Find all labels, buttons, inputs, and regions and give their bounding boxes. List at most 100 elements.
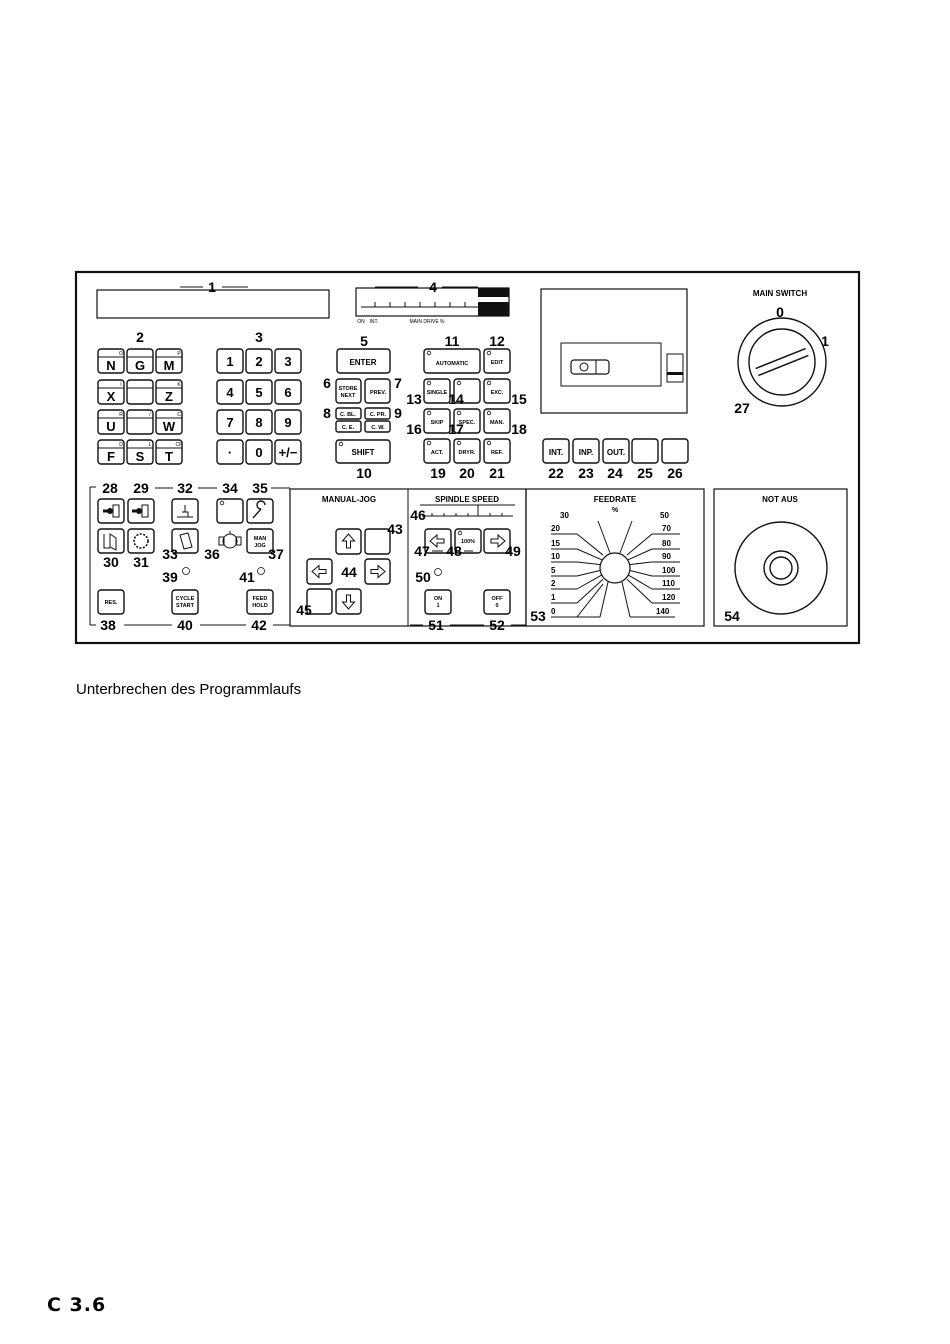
mode-key-14[interactable] [453,378,481,404]
address-key[interactable] [97,409,125,435]
ce-button[interactable] [335,420,362,433]
address-key[interactable] [97,379,125,405]
svg-text:44: 44 [341,564,357,580]
cw-button[interactable] [364,420,391,433]
automatic-button[interactable] [423,348,481,374]
feedrate-left-value: 5 [551,566,556,575]
numeric-key[interactable] [274,409,302,435]
out-button[interactable] [602,438,630,464]
numeric-key[interactable] [245,348,273,374]
skip-button[interactable] [423,408,451,434]
svg-text:42: 42 [251,617,267,633]
edit-button[interactable] [483,348,511,374]
manual-jog-label: MANUAL-JOG [322,495,376,504]
act-button[interactable] [423,438,451,464]
svg-text:50: 50 [415,569,431,585]
address-key[interactable] [155,379,183,405]
dryr-button[interactable] [453,438,481,464]
spindle-on-button[interactable] [424,589,452,615]
numeric-key[interactable] [216,409,244,435]
feedrate-right-value: 50 [660,511,669,520]
address-key-sublabel: I [120,382,121,388]
jog-43-button[interactable] [364,528,391,555]
address-key[interactable] [155,409,183,435]
callout-24: 24 [607,465,623,481]
io-key-25[interactable] [631,438,659,464]
jog-down-button[interactable] [335,588,362,615]
act-button-label: ACT. [431,450,444,456]
address-key[interactable] [126,348,154,374]
reset-button[interactable] [97,589,125,615]
spec-button[interactable] [453,408,481,434]
svg-text:34: 34 [222,480,238,496]
inp-button[interactable] [572,438,600,464]
turret-button[interactable] [127,528,155,554]
door-button[interactable] [97,528,125,554]
store-next-button[interactable] [335,378,362,404]
numeric-key[interactable] [245,379,273,405]
io-key-26[interactable] [661,438,689,464]
prev-button[interactable] [364,378,391,404]
numeric-key[interactable] [274,348,302,374]
address-key[interactable] [97,348,125,374]
feedrate-left-value: 15 [551,539,560,548]
man-jog-button[interactable] [246,528,274,554]
aux-button-34[interactable] [216,498,244,524]
cpr-button[interactable] [364,407,391,420]
address-key[interactable] [155,348,183,374]
numeric-key[interactable] [274,379,302,405]
numeric-key[interactable] [245,439,273,465]
spindle-minus-button[interactable] [424,528,452,554]
jog-left-button[interactable] [306,558,333,585]
svg-text:MAN: MAN [254,536,267,542]
feedrate-left-value: 20 [551,524,560,533]
numeric-key[interactable] [216,439,244,465]
svg-text:43: 43 [387,521,403,537]
address-key[interactable] [126,409,154,435]
address-key-label: T [165,449,173,464]
address-key[interactable] [155,439,183,465]
svg-text:SHIFT: SHIFT [351,448,374,457]
spindle-100-button[interactable] [454,528,482,554]
numeric-key[interactable] [216,348,244,374]
ref-button[interactable] [483,438,511,464]
svg-text:OFF: OFF [492,596,504,602]
address-key-label: S [136,449,145,464]
emergency-stop-button[interactable] [734,521,828,615]
svg-text:ENTER: ENTER [349,358,376,367]
svg-text:12: 12 [489,333,505,349]
svg-text:31: 31 [133,554,149,570]
jog-right-button[interactable] [364,558,391,585]
int-label: INT. [370,319,379,325]
spindle-plus-button[interactable] [483,528,511,554]
address-key[interactable] [126,439,154,465]
numeric-key[interactable] [245,409,273,435]
tailstock-icon[interactable] [218,531,242,549]
spindle-speed-label: SPINDLE SPEED [435,495,499,504]
tape-reader [540,288,688,414]
jog-45-button[interactable] [306,588,333,615]
enter-button[interactable] [336,348,391,374]
feedrate-right-value: 70 [662,524,671,533]
man-button[interactable] [483,408,511,434]
shift-button[interactable] [335,439,391,464]
feed-hold-button[interactable] [246,589,274,615]
main-switch-knob[interactable] [737,317,827,407]
numeric-key[interactable] [216,379,244,405]
callout-25: 25 [637,465,653,481]
address-key[interactable] [97,439,125,465]
cycle-start-button[interactable] [171,589,199,615]
int-button[interactable] [542,438,570,464]
numeric-key[interactable] [274,439,302,465]
svg-text:JOG: JOG [254,543,266,549]
jog-up-button[interactable] [335,528,362,555]
address-key[interactable] [126,379,154,405]
svg-text:9: 9 [394,405,402,421]
single-button[interactable] [423,378,451,404]
cbl-button[interactable] [335,407,362,420]
feedrate-knob[interactable] [599,552,631,584]
spec-button-label: SPEC. [459,420,476,426]
spindle-off-button[interactable] [483,589,511,615]
exc-button[interactable] [483,378,511,404]
